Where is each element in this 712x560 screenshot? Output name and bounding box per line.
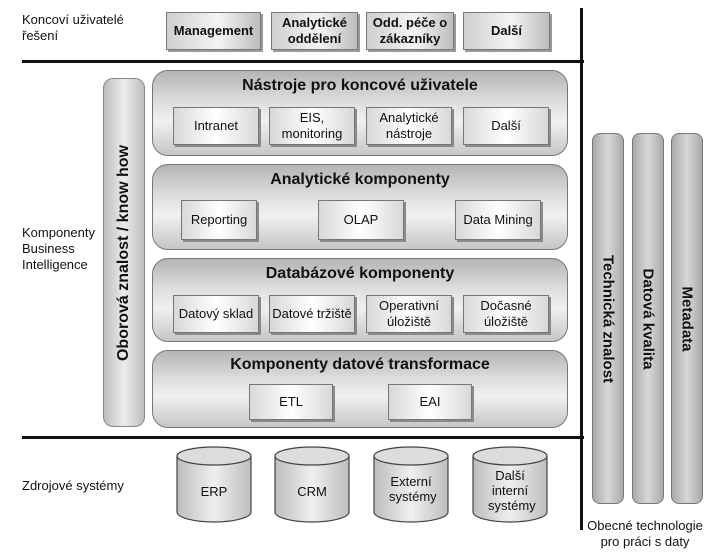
cylinder-external-systems: Externí systémy [373,446,449,524]
component-eai: EAI [388,384,472,420]
column-label: Datová kvalita [639,268,657,369]
column-data-quality: Datová kvalita [632,133,664,504]
divider-bottom [22,436,584,439]
panel-database-components: Databázové komponenty Datový sklad Datov… [152,258,568,342]
panel-title: Nástroje pro koncové uživatele [242,77,478,94]
column-label: Metadata [678,285,696,352]
panel-analytic-components: Analytické komponenty Reporting OLAP Dat… [152,164,568,250]
component-data-warehouse: Datový sklad [173,295,259,333]
cylinder-erp: ERP [176,446,252,524]
column-metadata: Metadata [671,133,703,504]
column-label: Technická znalost [599,254,617,383]
component-data-mart: Datové tržiště [269,295,355,333]
cylinder-label: Externí systémy [389,474,437,504]
column-technical-knowledge: Technická znalost [592,133,624,504]
component-etl: ETL [249,384,333,420]
component-operational-store: Operativní úložiště [366,295,452,333]
label-source-systems: Zdrojové systémy [22,478,124,493]
vertical-bar-label: Oborová znalost / know how [115,144,132,361]
panel-title: Analytické komponenty [270,171,450,188]
label-end-users: Koncoví uživatelé řešení [22,12,124,43]
panel-data-transformation: Komponenty datové transformace ETL EAI [152,350,568,428]
cylinder-other-internal-systems: Další interní systémy [472,446,548,524]
top-box-management: Management [166,12,261,50]
component-other: Další [463,107,549,145]
cylinder-label: Další interní systémy [488,468,536,513]
component-reporting: Reporting [181,200,257,240]
panel-end-user-tools: Nástroje pro koncové uživatele Intranet … [152,70,568,156]
component-staging-area: Dočasné úložiště [463,295,549,333]
panel-title: Databázové komponenty [265,265,455,282]
cylinder-crm: CRM [274,446,350,524]
divider-top [22,60,584,63]
caption-general-technologies: Obecné technologie pro práci s daty [587,518,703,549]
component-olap: OLAP [318,200,404,240]
vertical-bar-domain-knowledge: Oborová znalost / know how [103,78,145,427]
top-box-analytics-dept: Analytické oddělení [271,12,358,50]
label-bi-components: Komponenty Business Intelligence [22,225,95,272]
cylinder-label: ERP [200,484,228,499]
component-eis: EIS, monitoring [269,107,355,145]
component-analytic-tools: Analytické nástroje [366,107,452,145]
component-intranet: Intranet [173,107,259,145]
top-box-customer-care: Odd. péče o zákazníky [366,12,454,50]
divider-vertical [580,8,583,530]
panel-title: Komponenty datové transformace [230,356,490,373]
cylinder-label: CRM [297,484,327,499]
component-data-mining: Data Mining [455,200,541,240]
top-box-other: Další [463,12,550,50]
